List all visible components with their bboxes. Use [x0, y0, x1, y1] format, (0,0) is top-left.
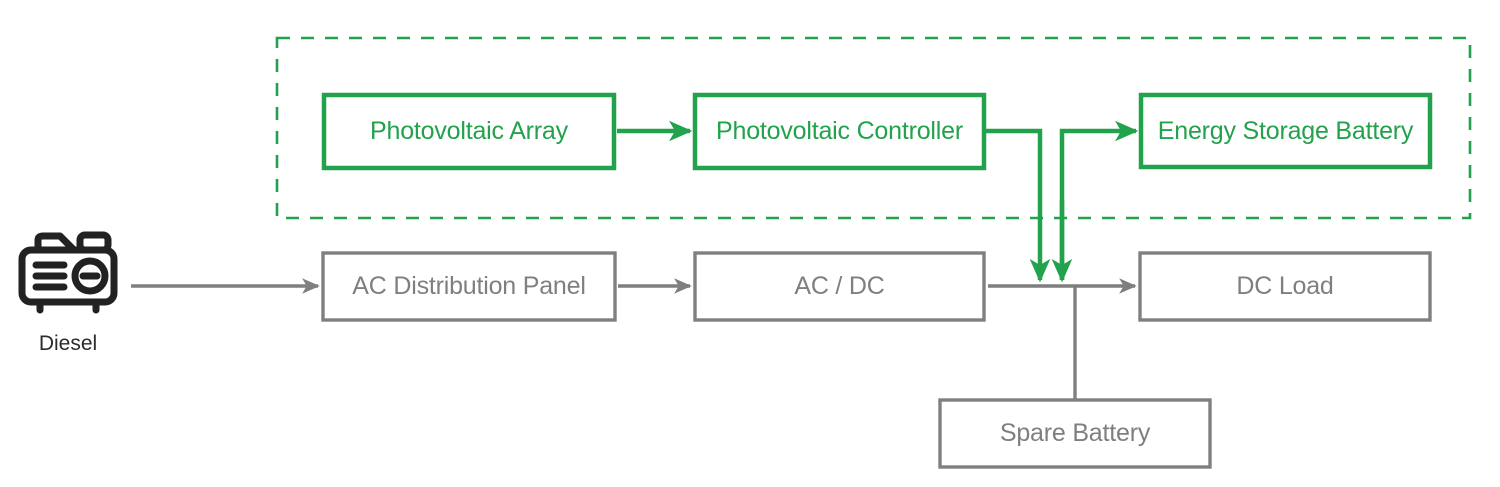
diesel-generator-icon	[18, 231, 118, 314]
ac-dc-box[interactable]	[693, 251, 986, 322]
edge-dc-bus-to-energy-storage-battery	[1059, 120, 1139, 280]
pv-group-boundary	[275, 36, 1472, 220]
edge-pv-controller-to-dc-bus	[986, 128, 1051, 283]
energy-storage-battery-box[interactable]	[1138, 92, 1433, 170]
diesel-generator-caption: Diesel	[38, 332, 98, 355]
spare-battery-box[interactable]	[938, 398, 1212, 469]
photovoltaic-array-box[interactable]	[321, 92, 617, 171]
photovoltaic-controller-box[interactable]	[692, 92, 987, 171]
dc-load-box[interactable]	[1138, 251, 1432, 322]
ac-distribution-panel-box[interactable]	[321, 251, 617, 322]
